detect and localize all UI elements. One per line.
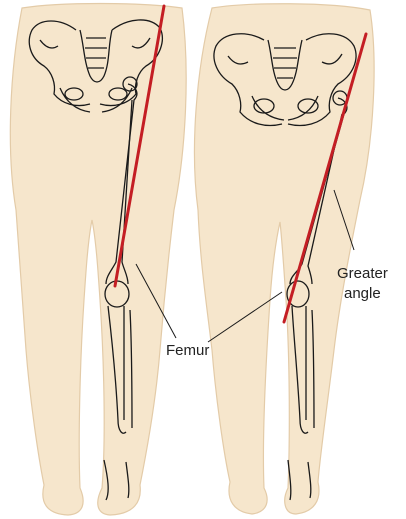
greater-angle-label-line2: angle [344,285,381,302]
right-figure [194,4,374,514]
left-body-silhouette [10,4,186,516]
femur-label: Femur [166,342,209,359]
greater-angle-label-line1: Greater [337,265,388,282]
left-figure [10,4,186,516]
right-body-silhouette [194,4,374,514]
